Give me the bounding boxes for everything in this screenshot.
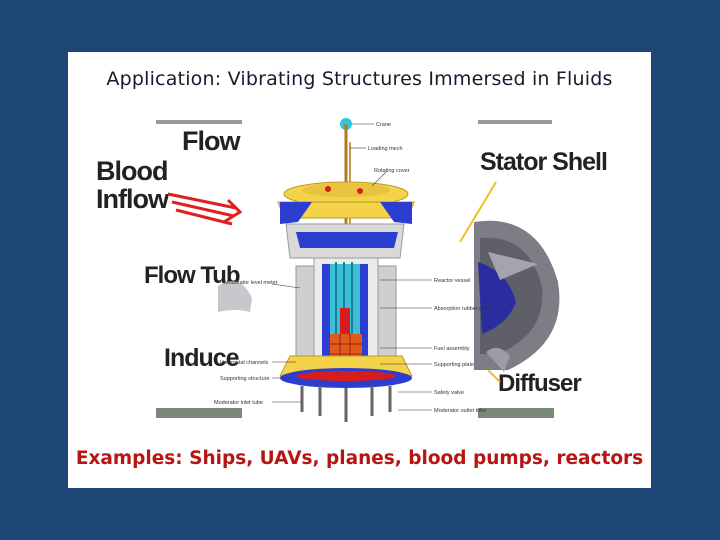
label-moderator-inlet: Moderator inlet tube	[214, 400, 263, 406]
label-reactor-vessel: Reactor vessel	[434, 278, 470, 284]
reactor-diagram: Crane Loading mech Rotating cover Reacto…	[214, 118, 494, 422]
slide: Application: Vibrating Structures Immers…	[68, 52, 651, 488]
label-supporting-plate: Supporting plate	[434, 362, 474, 368]
label-rotating-cover: Rotating cover	[374, 168, 410, 174]
top-bar-right	[478, 120, 552, 124]
pump-housing-shape	[474, 220, 560, 372]
label-absorption-drives: Absorption rubber drives	[434, 306, 494, 312]
label-crane: Crane	[376, 122, 391, 128]
label-moderator-outlet: Moderator outlet tube	[434, 408, 486, 414]
label-fuel-assembly: Fuel assembly	[434, 346, 470, 352]
flow-tube-shape	[218, 281, 252, 312]
stator-pointer	[459, 181, 497, 243]
label-loading-mech: Loading mech	[368, 146, 403, 152]
stator-shell-label: Stator Shell	[480, 148, 608, 176]
bottom-bar-right	[478, 408, 554, 418]
label-horizontal-channels: Horizontal channels	[220, 360, 269, 366]
bottom-bar-left	[156, 408, 242, 418]
blood-inflow-label-1: Blood	[96, 156, 168, 186]
diffuser-pointer	[487, 369, 501, 383]
flow-label: Flow	[182, 126, 240, 156]
blood-inflow-label-2: Inflow	[96, 184, 169, 214]
diffuser-label: Diffuser	[498, 370, 582, 397]
inflow-arrows	[167, 192, 243, 226]
label-safety-valve: Safety valve	[434, 390, 464, 396]
label-supporting-structure: Supporting structure	[220, 376, 270, 382]
label-moderator-level: Moderator level meter	[224, 280, 278, 286]
slide-title: Application: Vibrating Structures Immers…	[106, 68, 613, 90]
top-bar-left	[156, 120, 242, 124]
inducer-label: Induce	[164, 344, 240, 372]
figure-art: Crane Loading mech Rotating cover Reacto…	[167, 118, 560, 422]
examples-caption: Examples: Ships, UAVs, planes, blood pum…	[75, 448, 644, 469]
